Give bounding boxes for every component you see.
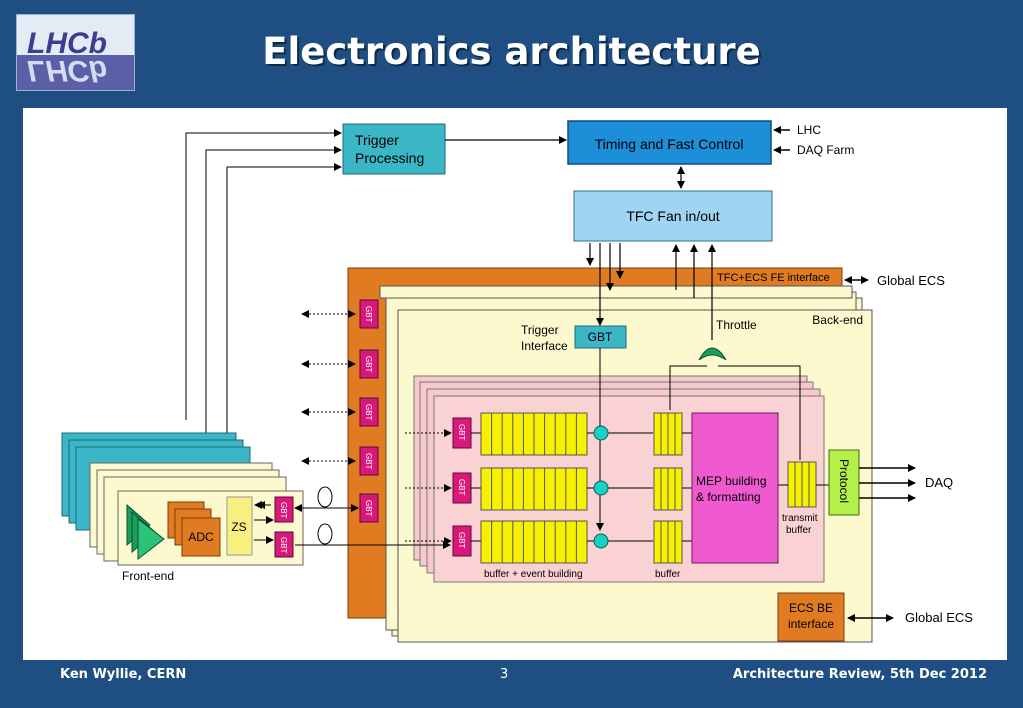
architecture-diagram: Trigger Processing Timing and Fast Contr… <box>61 120 973 643</box>
backend-gbt-label: GBT <box>364 453 373 470</box>
trigger-interface-label-2: Interface <box>521 339 568 353</box>
row-buffer <box>653 467 683 511</box>
backend-gbt-label: GBT <box>364 306 373 323</box>
backend-gbt-3: GBT <box>359 397 379 427</box>
row-gbt: GBT <box>452 417 472 449</box>
tfc-label: Timing and Fast Control <box>595 136 744 152</box>
adc-label: ADC <box>188 530 214 544</box>
ecs-be-label-1: ECS BE <box>789 601 833 615</box>
mep-box: MEP building & formatting <box>691 412 779 564</box>
trigger-gbt: GBT <box>574 325 627 349</box>
protocol-box: Protocol <box>828 449 860 516</box>
trigger-interface-label-1: Trigger <box>521 323 559 337</box>
buffer-label: buffer <box>655 569 681 580</box>
front-end-label: Front-end <box>122 569 174 583</box>
backend-gbt-label: GBT <box>364 500 373 517</box>
event-buffer <box>480 520 588 564</box>
svg-text:LHCb: LHCb <box>27 27 107 60</box>
row-gbt-label: GBT <box>457 532 466 549</box>
lhc-label: LHC <box>797 123 821 137</box>
backend-gbt-label: GBT <box>364 404 373 421</box>
event-buffer <box>480 467 588 511</box>
trigger-processing-label-2: Processing <box>355 150 424 166</box>
tfc-box: Timing and Fast Control <box>567 120 772 165</box>
event-buffer <box>480 412 588 456</box>
row-buffer <box>653 412 683 456</box>
buffer-event-label: buffer + event building <box>484 569 583 580</box>
global-ecs-top-label: Global ECS <box>877 273 945 288</box>
transmit-label-2: buffer <box>786 525 812 536</box>
fe-gbt-top-label: GBT <box>279 502 288 519</box>
fe-gbt-top: GBT <box>274 496 294 523</box>
daq-label: DAQ <box>925 475 953 490</box>
merge-node <box>593 425 609 441</box>
footer-event: Architecture Review, 5th Dec 2012 <box>732 667 987 682</box>
backend-gbt-1: GBT <box>359 299 379 329</box>
processing-row-3: GBT <box>405 520 692 564</box>
processing-row-2: GBT <box>405 467 692 511</box>
footer-page-number: 3 <box>500 667 509 682</box>
merge-node <box>593 480 609 496</box>
footer-author: Ken Wyllie, CERN <box>60 667 187 682</box>
row-buffer <box>653 520 683 564</box>
svg-text:LHCb: LHCb <box>27 54 107 87</box>
fe-gbt-bottom-label: GBT <box>279 537 288 554</box>
trigger-gbt-label: GBT <box>588 330 613 344</box>
backend-gbt-5: GBT <box>359 493 379 523</box>
ecs-be-box: ECS BE interface <box>777 592 845 642</box>
tfc-fan-label: TFC Fan in/out <box>626 208 719 224</box>
backend-gbt-4: GBT <box>359 446 379 476</box>
backend-gbt-2: GBT <box>359 349 379 379</box>
row-gbt: GBT <box>452 525 472 557</box>
row-gbt-label: GBT <box>457 424 466 441</box>
amplifier-icon <box>137 517 165 561</box>
tfc-fan-box: TFC Fan in/out <box>573 190 773 242</box>
ecs-be-label-2: interface <box>788 617 834 631</box>
row-gbt: GBT <box>452 472 472 504</box>
throttle-label: Throttle <box>716 318 757 332</box>
zs-box: ZS <box>226 496 253 556</box>
adc-box: ADC <box>181 517 221 557</box>
mep-label-2: & formatting <box>696 490 761 504</box>
backend-gbt-label: GBT <box>364 356 373 373</box>
throttle-or-gate <box>698 347 727 361</box>
lhcb-logo: LHCb LHCb <box>16 14 135 91</box>
trigger-processing-box: Trigger Processing <box>342 123 446 175</box>
protocol-label: Protocol <box>837 459 851 503</box>
page-title: Electronics architecture <box>262 30 761 73</box>
diagram-panel: Trigger Processing Timing and Fast Contr… <box>23 108 1007 660</box>
global-ecs-bottom-label: Global ECS <box>905 610 973 625</box>
zs-label: ZS <box>231 520 246 534</box>
merge-node <box>593 533 609 549</box>
mep-label-1: MEP building <box>696 474 767 488</box>
daq-farm-label: DAQ Farm <box>797 143 854 157</box>
back-end-label: Back-end <box>812 313 863 327</box>
row-gbt-label: GBT <box>457 479 466 496</box>
processing-row-1: GBT <box>405 412 692 456</box>
trigger-processing-label-1: Trigger <box>355 132 399 148</box>
tfc-ecs-fe-label: TFC+ECS FE interface <box>717 272 830 284</box>
fe-gbt-bottom: GBT <box>274 531 294 558</box>
transmit-buffer: transmit buffer <box>782 461 818 536</box>
transmit-label-1: transmit <box>782 513 818 524</box>
